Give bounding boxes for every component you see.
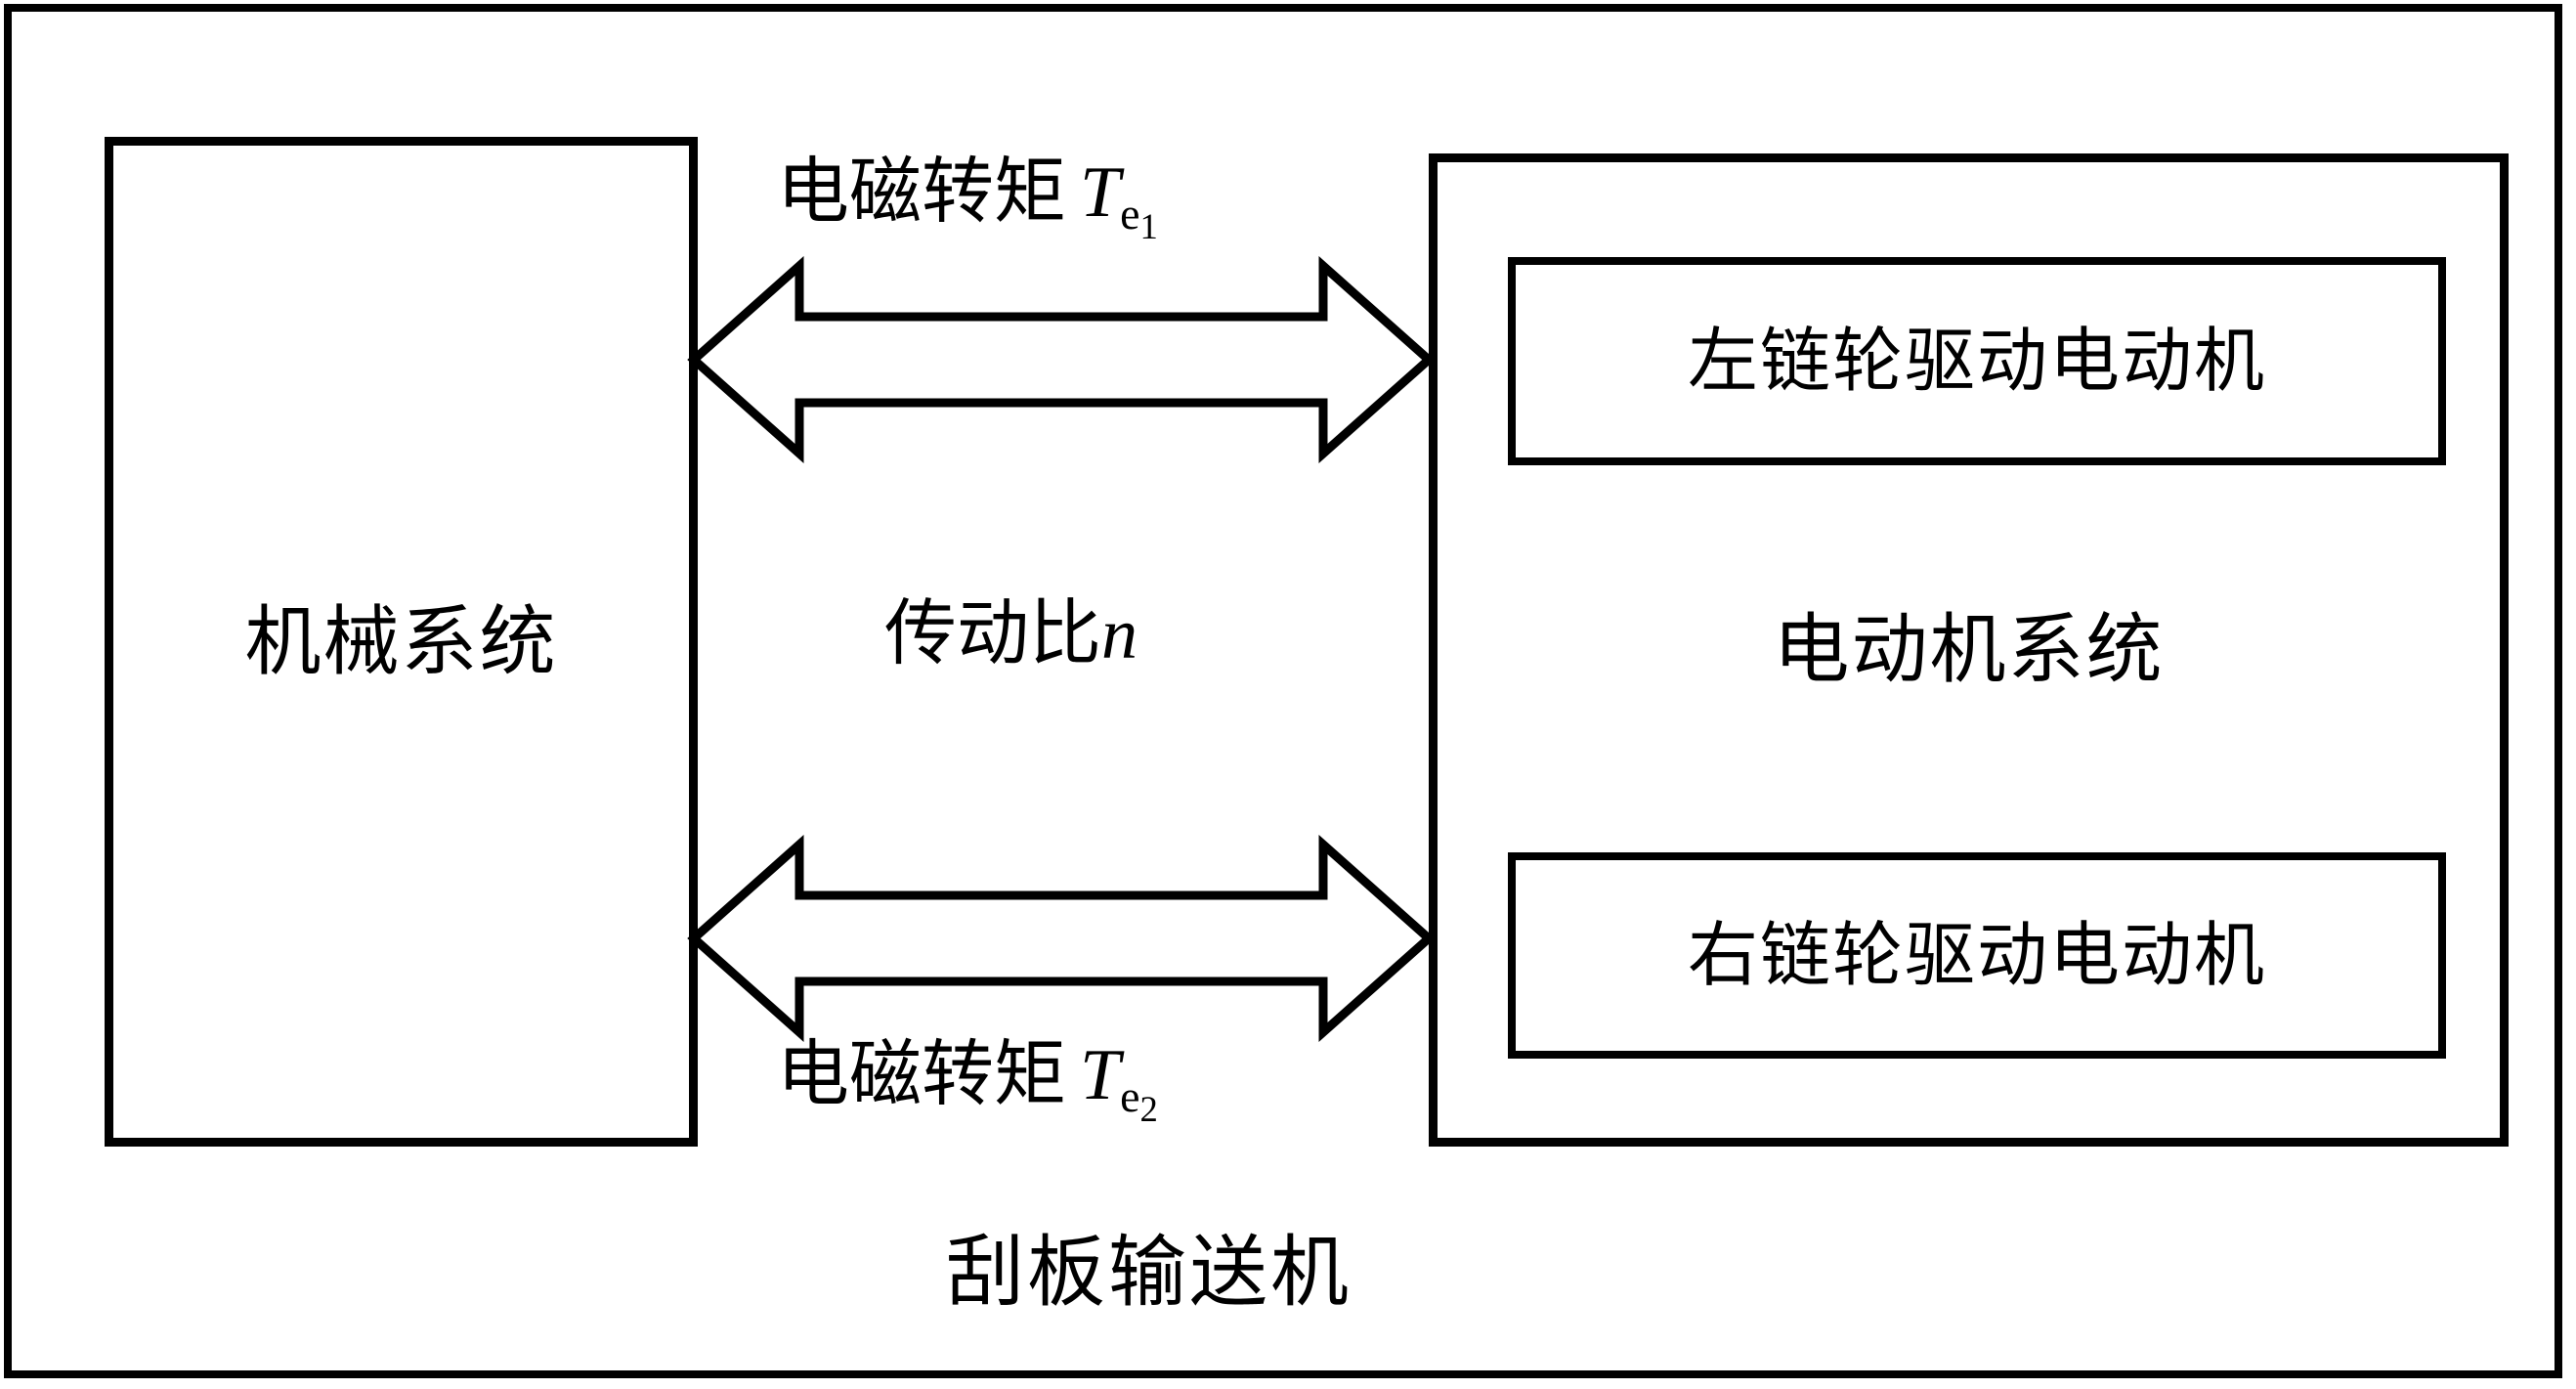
torque-1-subscript: e	[1120, 188, 1140, 239]
ratio-symbol: n	[1101, 594, 1138, 674]
mechanical-system-label: 机械系统	[244, 598, 558, 684]
right-sprocket-motor-block: 右链轮驱动电动机	[1508, 852, 2446, 1059]
mechanical-system-block: 机械系统	[105, 137, 698, 1147]
left-sprocket-motor-block: 左链轮驱动电动机	[1508, 257, 2446, 465]
diagram-caption: 刮板输送机	[946, 1231, 1352, 1317]
transmission-ratio-label: 传动比n	[884, 598, 1138, 671]
right-sprocket-motor-label: 右链轮驱动电动机	[1687, 916, 2266, 995]
torque-2-index: 2	[1139, 1089, 1158, 1130]
torque-1-symbol: T	[1080, 152, 1121, 233]
torque-1-text: 电磁转矩	[777, 152, 1066, 233]
torque-2-text: 电磁转矩	[777, 1035, 1066, 1115]
motor-system-label: 电动机系统	[1773, 607, 2165, 692]
torque-2-subscript: e	[1120, 1070, 1140, 1121]
outer-frame	[4, 4, 2562, 1378]
left-sprocket-motor-label: 左链轮驱动电动机	[1687, 322, 2266, 401]
torque-1-index: 1	[1139, 206, 1158, 247]
torque-2-symbol: T	[1080, 1035, 1121, 1115]
ratio-text: 传动比	[884, 594, 1101, 674]
